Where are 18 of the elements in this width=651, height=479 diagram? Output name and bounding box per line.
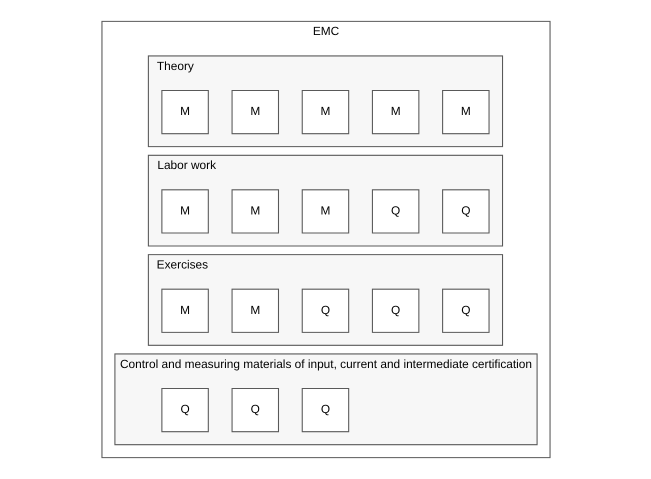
node-box: M bbox=[160, 90, 208, 134]
node-box: M bbox=[371, 90, 419, 134]
node-box: Q bbox=[371, 288, 419, 333]
node-box: Q bbox=[442, 288, 490, 333]
node-box: M bbox=[160, 288, 208, 333]
node-box: Q bbox=[301, 288, 349, 333]
node-box: M bbox=[301, 90, 349, 134]
node-box: M bbox=[442, 90, 490, 134]
node-box: Q bbox=[231, 388, 279, 432]
node-box: Q bbox=[160, 388, 208, 432]
node-box: Q bbox=[371, 189, 419, 234]
node-box: Q bbox=[442, 189, 490, 234]
node-box: M bbox=[160, 189, 208, 234]
node-box: M bbox=[231, 189, 279, 234]
node-box: Q bbox=[301, 388, 349, 432]
node-box: M bbox=[231, 288, 279, 333]
node-box: M bbox=[231, 90, 279, 134]
node-box: M bbox=[301, 189, 349, 234]
